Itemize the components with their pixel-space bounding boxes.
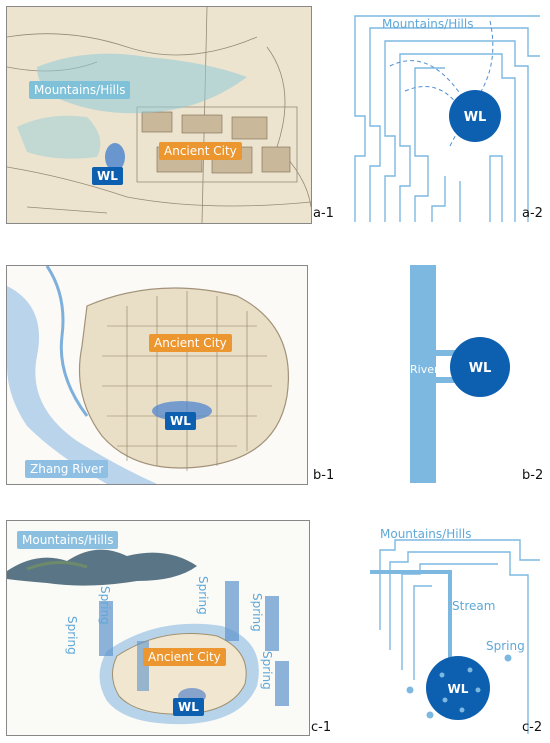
mountains-text: Mountains/Hills [382,17,473,31]
mountain-contours [354,15,540,222]
wl-label: WL [92,167,123,185]
panel-label-a2: a-2 [522,206,543,221]
diagram-b2: WL River [410,265,510,483]
spring-label-3: Spring [196,576,210,615]
ancient-city-label: Ancient City [143,648,226,666]
ancient-city-label: Ancient City [149,334,232,352]
mountains-drawing [7,549,197,586]
wl-circle [449,90,501,142]
wl-label: WL [173,698,204,716]
mountains-label: Mountains/Hills [17,531,119,549]
stream [370,570,452,670]
panel-label-a1: a-1 [313,206,334,221]
wl-text: WL [448,682,469,696]
diagram-c2: WL Mountains/Hills Stream Spring [370,527,540,734]
mountain-region-west [17,115,101,159]
spring-label-1: Spring [65,616,79,655]
city-outline [79,287,289,469]
spring-text: Spring [486,639,525,653]
map-a1: Mountains/Hills Ancient City WL [6,6,312,224]
mountains-text: Mountains/Hills [380,527,471,541]
panel-label-b2: b-2 [522,468,544,483]
wl-circle [426,656,490,720]
diagram-a2: WL Mountains/Hills [354,15,540,222]
wl-text: WL [469,361,492,376]
wl-text: WL [464,110,487,125]
ancient-city-label: Ancient City [159,142,242,160]
spring-dots [406,654,512,719]
panel-label-c2: c-2 [522,720,543,735]
mountain-contours [379,539,540,734]
wl-label: WL [165,412,196,430]
zhang-river-label: Zhang River [25,460,109,478]
map-a1-drawing [7,7,311,223]
spring-label-2: Spring [98,586,112,625]
spring-label-4: Spring [250,593,264,632]
panel-label-b1: b-1 [313,468,335,483]
spring-label-5: Spring [260,651,274,690]
map-c1: Mountains/Hills Ancient City WL Spring S… [6,520,310,736]
river-text: River [410,363,439,376]
river-channel-bottom [436,377,456,383]
panel-label-c1: c-1 [311,720,332,735]
zhang-river [7,286,157,484]
map-b1: Ancient City WL Zhang River [6,265,308,485]
map-b1-drawing [7,266,289,484]
mountains-label: Mountains/Hills [29,81,131,99]
wl-lake [105,143,125,171]
river-band [410,265,436,483]
river-channel-top [436,350,456,356]
wl-circle [450,337,510,397]
stream-text: Stream [452,599,495,613]
